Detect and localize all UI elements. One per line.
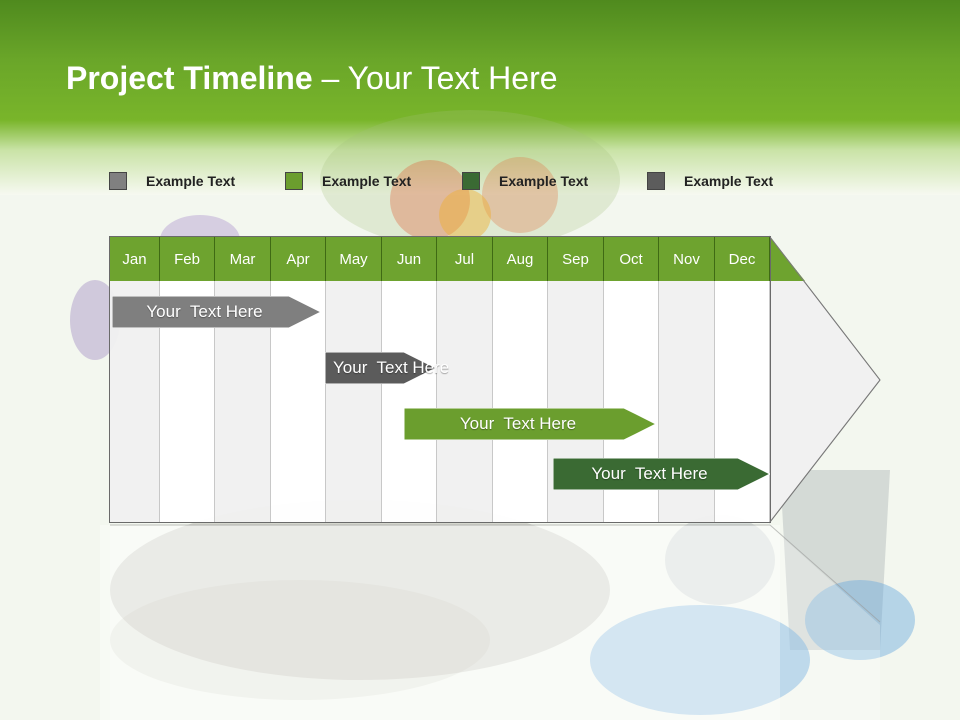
task-bar-1[interactable]: Your Text Here [112,296,321,328]
month-header-apr: Apr [271,237,326,281]
month-column-jun [382,281,437,522]
legend-item-4: Example Text [647,171,773,191]
month-header-nov: Nov [659,237,715,281]
task-bar-label: Your Text Here [459,414,577,433]
month-header-jul: Jul [437,237,493,281]
task-bar-3[interactable]: Your Text Here [404,408,656,440]
month-header-dec: Dec [715,237,770,281]
legend-item-1: Example Text [109,171,235,191]
title-subtitle: – Your Text Here [312,60,558,96]
legend-label-1: Example Text [146,173,236,189]
task-bar-label: Your Text Here [333,358,450,377]
month-header-feb: Feb [160,237,215,281]
legend-label-3: Example Text [499,173,589,189]
month-header-jan: Jan [110,237,160,281]
title-bold: Project Timeline [66,60,313,96]
month-header-sep: Sep [548,237,604,281]
month-column-aug [493,281,548,522]
legend-item-3: Example Text [462,171,588,191]
task-bar-label: Your Text Here [591,464,708,483]
legend-item-2: Example Text [285,171,411,191]
month-header-jun: Jun [382,237,437,281]
month-column-jul [437,281,493,522]
month-header-mar: Mar [215,237,271,281]
month-header-aug: Aug [493,237,548,281]
slide-title: Project Timeline – Your Text Here [66,60,558,97]
legend-swatch-3 [462,172,480,190]
month-header-may: May [326,237,382,281]
legend-label-2: Example Text [322,173,412,189]
task-bar-4[interactable]: Your Text Here [553,458,770,490]
title-band [0,0,960,195]
month-header-oct: Oct [604,237,659,281]
legend-swatch-1 [109,172,127,190]
task-bar-label: Your Text Here [146,302,263,321]
month-column-may [326,281,382,522]
legend-swatch-2 [285,172,303,190]
task-bar-2[interactable]: Your Text Here [325,352,450,384]
legend-label-4: Example Text [684,173,774,189]
legend-swatch-4 [647,172,665,190]
